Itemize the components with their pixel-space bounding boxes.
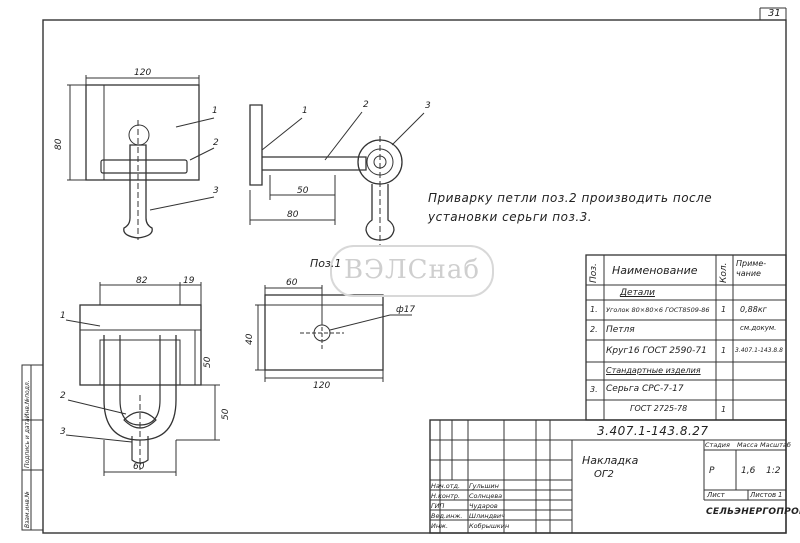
spec-row-5-name: Серьга СРС-7-17: [606, 384, 684, 394]
leader-v1-2: 2: [213, 138, 219, 148]
pos-1-label: Поз.1: [310, 257, 342, 270]
spec-row-6-name: ГОСТ 2725-78: [630, 404, 688, 413]
leader-v3-3: 3: [60, 427, 66, 437]
spec-section-standard: Стандартные изделия: [606, 366, 701, 375]
dim-v3-82: 82: [136, 276, 148, 286]
spec-row-5-pos: 3.: [590, 385, 598, 394]
spec-row-1-note: 0,88кг: [740, 305, 767, 314]
spec-row-1-pos: 1.: [590, 305, 598, 314]
role-1: Нач.отд.: [431, 482, 461, 490]
dim-v4-120: 120: [313, 381, 331, 391]
doc-code: 3.407.1-143.8.27: [597, 424, 709, 438]
part-name-line-2: ОГ2: [594, 469, 614, 480]
side-stamp-replace: Взам.инв.№: [24, 491, 31, 528]
leader-v2-1: 1: [302, 106, 308, 116]
dim-v4-40: 40: [245, 333, 255, 345]
side-stamp-frame: [21, 364, 44, 531]
watermark-logo: ВЭЛСнаб: [330, 245, 494, 297]
view-side-section: [249, 104, 425, 245]
spec-header-pos: Поз.: [589, 263, 599, 283]
spec-row-3-note: 3.407.1-143.8.8: [735, 347, 783, 354]
spec-row-1-name: Уголок 80×80×6 ГОСТ8509-86: [606, 306, 710, 314]
note-line-1: Приварку петли поз.2 производить после: [428, 191, 713, 205]
dim-v1-height: 80: [54, 138, 64, 150]
spec-header-note: Приме- чание: [736, 259, 767, 278]
person-1: Гульшин: [469, 482, 499, 490]
leader-v3-2: 2: [60, 391, 66, 401]
mass-value: 1,6: [741, 466, 756, 476]
spec-row-3-qty: 1: [721, 346, 727, 355]
dim-v2-50: 50: [297, 186, 309, 196]
dim-v3-19: 19: [183, 276, 195, 286]
dim-v4-hole: ф17: [396, 305, 416, 315]
person-3: Чударов: [469, 502, 498, 510]
leader-v2-3: 3: [425, 101, 431, 111]
dim-v4-60: 60: [286, 278, 298, 288]
role-2: Н.контр.: [431, 492, 461, 500]
person-2: Солнцева: [469, 492, 503, 500]
dim-v3-50a: 50: [203, 356, 213, 368]
leader-v3-1: 1: [60, 311, 66, 321]
role-4: Вед.инж.: [431, 512, 463, 520]
view-angle-front: [67, 75, 215, 240]
sheets-label: Листов: [750, 491, 777, 499]
side-stamp-sign: Подпись и дата: [24, 418, 31, 468]
view-plate: [255, 285, 412, 382]
role-3: ГИП: [431, 502, 445, 510]
spec-row-2-note: см.докум.: [740, 324, 777, 332]
mass-header: Масса: [737, 441, 758, 449]
part-name-line-1: Накладка: [582, 454, 639, 467]
spec-header-name: Наименование: [612, 264, 698, 277]
side-stamp-inv: Инв.№подл.: [24, 380, 31, 418]
sheet-label: Лист: [707, 491, 725, 499]
spec-row-2-name: Петля: [606, 325, 635, 335]
dim-v1-width: 120: [134, 68, 152, 78]
spec-row-3-name: Круг16 ГОСТ 2590-71: [606, 346, 707, 356]
dim-v3-50b: 50: [221, 408, 231, 420]
scale-header: Масштаб: [760, 441, 791, 449]
spec-row-1-qty: 1: [721, 305, 727, 314]
person-5: Кобрышкин: [469, 522, 510, 530]
role-5: Инж.: [431, 522, 449, 530]
stage-value: Р: [709, 466, 715, 476]
view-loop-front: [65, 282, 220, 476]
spec-section-details: Детали: [620, 288, 655, 298]
scale-value: 1:2: [766, 466, 781, 476]
note-line-2: установки серьги поз.3.: [428, 210, 593, 224]
leader-v1-3: 3: [213, 186, 219, 196]
leader-v2-2: 2: [363, 100, 369, 110]
stage-header: Стадия: [705, 441, 730, 449]
sheet-number: 31: [768, 8, 781, 19]
leader-v1-1: 1: [212, 106, 218, 116]
spec-table-lines: [585, 254, 787, 421]
spec-row-6-qty: 1: [721, 405, 727, 414]
dim-v2-80: 80: [287, 210, 299, 220]
dim-v3-60: 60: [133, 462, 145, 472]
title-block-lines: [429, 419, 787, 534]
sheets-count: 1: [778, 491, 783, 499]
person-4: Шлиндвич: [469, 512, 505, 520]
spec-row-2-pos: 2.: [590, 325, 598, 334]
spec-header-qty: Кол.: [719, 262, 729, 283]
organization: СЕЛЬЭНЕРГОПРОЕКТ: [706, 507, 800, 517]
